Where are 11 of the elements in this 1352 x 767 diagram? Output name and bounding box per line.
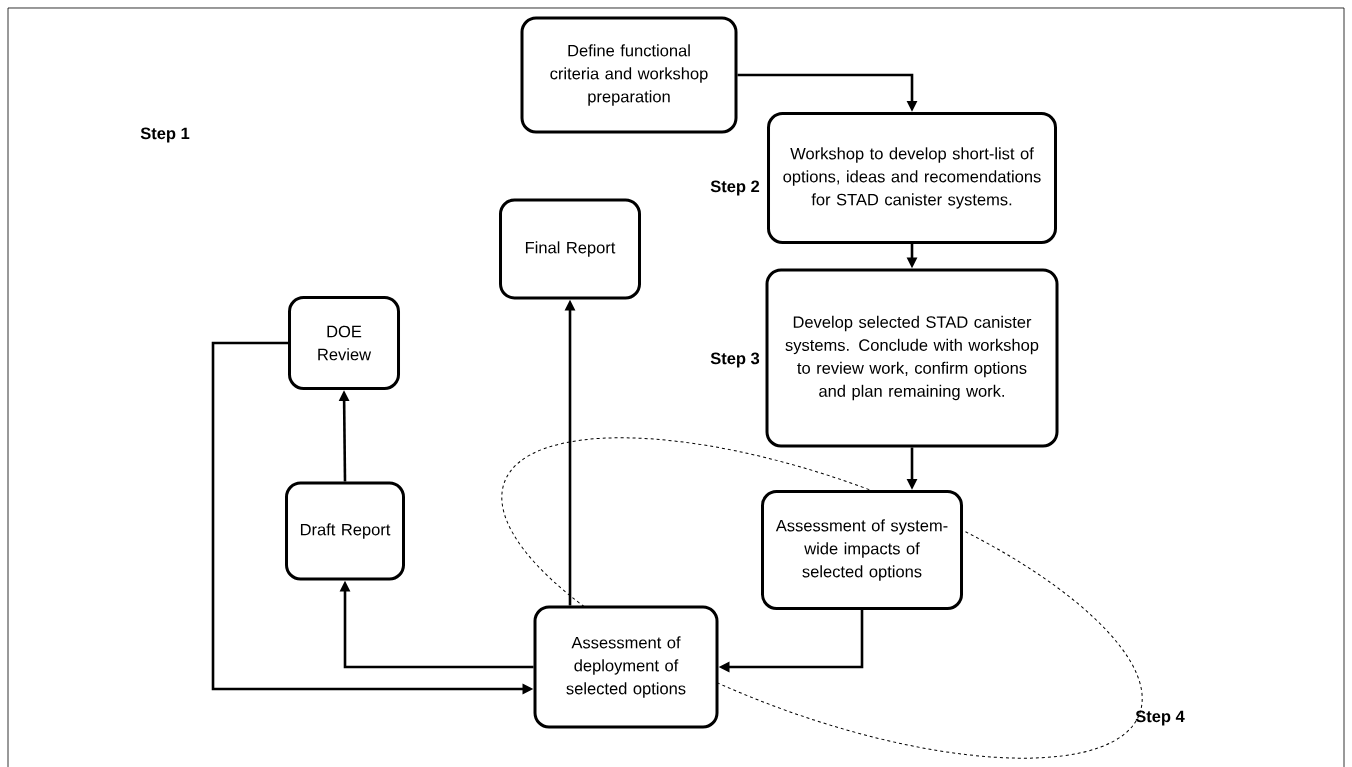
step-label: Step 1	[140, 127, 190, 143]
process-box: Final Report	[499, 198, 641, 300]
step-label: Step 4	[1135, 710, 1185, 726]
process-box: Develop selected STAD canister systems. Conclude with workshop to review work, confirm options and plan remaining work.	[765, 268, 1059, 448]
step-label: Step 2	[710, 180, 760, 196]
process-box: Assessment of deployment of selected options	[533, 605, 719, 729]
process-box: Define functional criteria and workshop preparation	[520, 16, 738, 134]
process-box: Assessment of system-wide impacts of selected options	[761, 490, 963, 610]
process-box: DOE Review	[288, 296, 400, 390]
process-box: Workshop to develop short-list of options, ideas and recomendations for STAD canister systems.	[767, 112, 1057, 244]
process-box: Draft Report	[285, 481, 405, 581]
